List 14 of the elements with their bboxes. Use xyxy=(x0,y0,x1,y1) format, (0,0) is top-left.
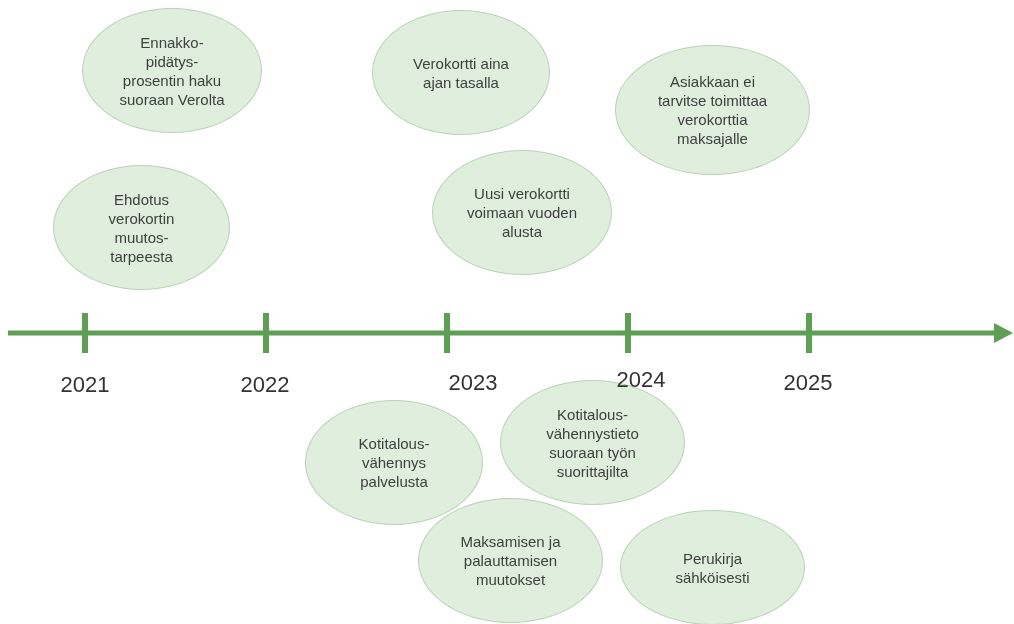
year-label: 2024 xyxy=(616,367,666,393)
node-text: Kotitalous- vähennys palvelusta xyxy=(357,434,431,491)
year-label: 2025 xyxy=(783,370,833,396)
year-label: 2021 xyxy=(60,372,110,398)
node-text: Ennakko- pidätys- prosentin haku suoraan Verolta xyxy=(118,32,226,109)
node-text: Verokortti aina ajan tasalla xyxy=(412,53,510,92)
node-text: Ehdotus verokortin muutos- tarpeesta xyxy=(107,189,176,266)
year-label: 2022 xyxy=(240,372,290,398)
node-text: Perukirja sähköisesti xyxy=(674,548,751,587)
node-text: Asiakkaan ei tarvitse toimittaa verokorttia maksajalle xyxy=(656,72,769,148)
node-text: Uusi verokortti voimaan vuoden alusta xyxy=(465,184,579,241)
node-text: Maksamisen ja palauttamisen muutokset xyxy=(459,532,562,589)
year-label: 2023 xyxy=(448,370,498,396)
node-text: Kotitalous- vähennystieto suoraan työn suorittajilta xyxy=(545,404,640,481)
